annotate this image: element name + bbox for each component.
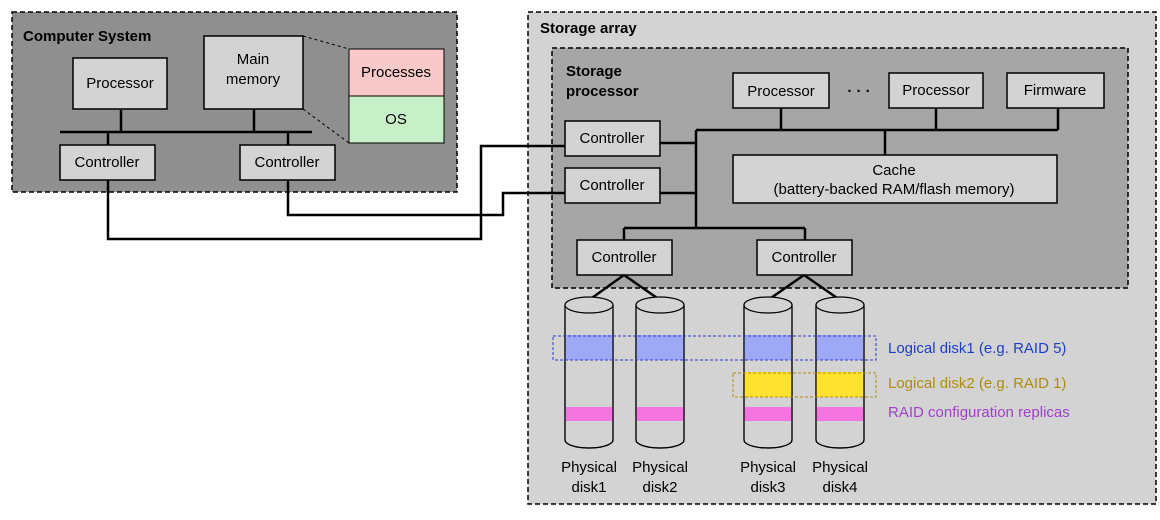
sp-host-controller-1-label: Controller [579, 130, 644, 147]
disk-controller-1-box [576, 239, 673, 276]
main-memory-box [203, 35, 304, 110]
processor-ellipsis: · · · [847, 83, 870, 100]
cache-label-line1: Cache [872, 162, 915, 179]
physical-disk-4: Physical disk4 [812, 296, 868, 496]
sp-host-controller-1-box [564, 120, 661, 157]
disk2-replica-segment [636, 407, 684, 421]
computer-system: Computer System Processor Main memory Pr… [11, 11, 458, 193]
disk-controller-1-label: Controller [591, 249, 656, 266]
firmware-box [1006, 72, 1105, 109]
cs-controller-right-box [239, 144, 336, 181]
logical-disk2-label: Logical disk2 (e.g. RAID 1) [888, 375, 1066, 392]
disk4-logical2-segment [816, 372, 864, 397]
disk1-label-line2: disk1 [571, 479, 606, 496]
sp-host-controller-2-label: Controller [579, 177, 644, 194]
disk1-logical1-segment [565, 335, 613, 360]
logical-disk1-label: Logical disk1 (e.g. RAID 5) [888, 340, 1066, 357]
sp-host-controller-2-box [564, 167, 661, 204]
firmware-label: Firmware [1024, 82, 1087, 99]
disk4-logical1-segment [816, 335, 864, 360]
computer-system-title: Computer System [23, 28, 151, 45]
zoom-line-top [302, 35, 350, 50]
main-memory-label-line2: memory [226, 71, 281, 88]
os-box [348, 95, 445, 144]
storage-array: Storage array Storage processor Processo… [527, 11, 1157, 505]
sp-processor-1-box [732, 72, 830, 109]
disk4-replica-segment [816, 407, 864, 421]
sp-processor-1-label: Processor [747, 83, 815, 100]
cs-processor-label: Processor [86, 75, 154, 92]
disk3-logical2-segment [744, 372, 792, 397]
disk-links [588, 273, 841, 302]
logical-disk2-outline [732, 372, 877, 398]
cs-controller-left-label: Controller [74, 154, 139, 171]
cable-left-controller [106, 144, 565, 241]
disk1-replica-segment [565, 407, 613, 421]
disk3-replica-segment [744, 407, 792, 421]
sp-processor-2-label: Processor [902, 82, 970, 99]
host-storage-cables [106, 144, 565, 241]
disk4-label-line1: Physical [812, 459, 868, 476]
storage-processor-title-line2: processor [566, 83, 639, 100]
cs-processor-box [72, 57, 168, 110]
disk2-logical1-segment [636, 335, 684, 360]
disk2-label-line2: disk2 [642, 479, 677, 496]
cs-controller-right-label: Controller [254, 154, 319, 171]
storage-processor-bus [622, 108, 1060, 240]
disk3-label-line1: Physical [740, 459, 796, 476]
main-memory-label-line1: Main [237, 51, 270, 68]
disk3-logical1-segment [744, 335, 792, 360]
cable-right-controller [286, 180, 565, 217]
sp-processor-2-box [888, 72, 984, 109]
disk4-label-line2: disk4 [822, 479, 857, 496]
processes-label: Processes [361, 64, 431, 81]
os-label: OS [385, 111, 407, 128]
disk-controller-2-label: Controller [771, 249, 836, 266]
disk2-label-line1: Physical [632, 459, 688, 476]
physical-disk-1: Physical disk1 [561, 296, 617, 496]
storage-array-title: Storage array [540, 20, 637, 37]
physical-disk-3: Physical disk3 [740, 296, 796, 496]
disk3-label-line2: disk3 [750, 479, 785, 496]
disk1-label-line1: Physical [561, 459, 617, 476]
physical-disk-2: Physical disk2 [632, 296, 688, 496]
cache-box [732, 154, 1058, 204]
raid-replicas-label: RAID configuration replicas [888, 404, 1070, 421]
cache-label-line2: (battery-backed RAM/flash memory) [774, 181, 1015, 198]
storage-processor-title-line1: Storage [566, 63, 622, 80]
logical-disk1-outline [552, 335, 877, 361]
